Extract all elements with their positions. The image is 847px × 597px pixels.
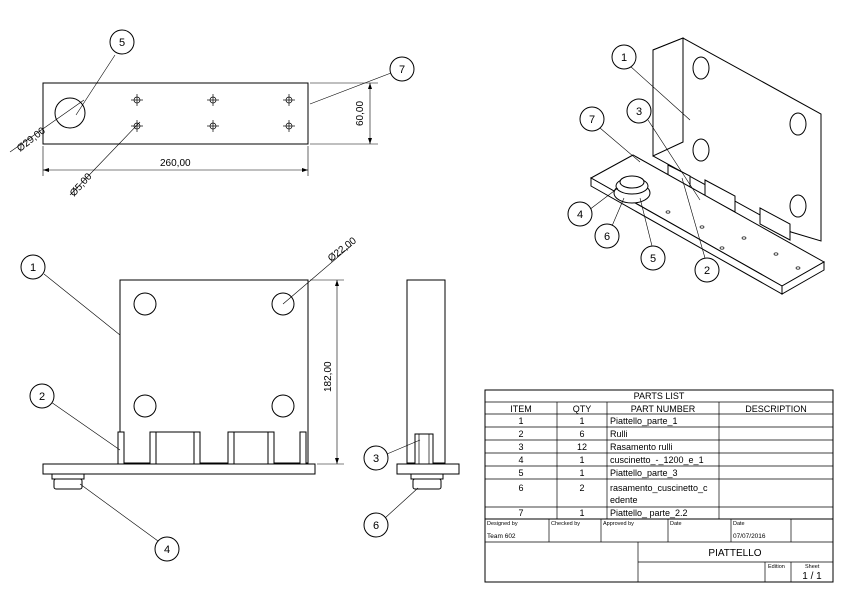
svg-text:rasamento_cuscinetto_c: rasamento_cuscinetto_c (610, 483, 708, 493)
date-label-1: Date (670, 521, 682, 527)
svg-text:1: 1 (621, 52, 627, 64)
table-row: 4 1 cuscinetto_-_1200_e_1 (518, 455, 703, 465)
approved-by-label: Approved by (603, 521, 634, 527)
svg-text:3: 3 (518, 442, 523, 452)
balloon-iso-2: 2 (694, 257, 720, 283)
title-block: Designed by Team 602 Checked by Approved… (484, 518, 834, 583)
front-view-rollers (117, 431, 307, 465)
svg-text:Piattello_ parte_2.2: Piattello_ parte_2.2 (610, 508, 688, 518)
svg-text:Piattello_parte_3: Piattello_parte_3 (610, 468, 678, 478)
svg-text:12: 12 (577, 442, 587, 452)
svg-text:1: 1 (579, 416, 584, 426)
balloon-iso-5: 5 (640, 245, 666, 271)
dim-hole-front: Ø22,00 (326, 235, 359, 264)
top-view-large-hole (54, 97, 86, 129)
designed-by-label: Designed by (487, 521, 518, 527)
parts-list-header-item: ITEM (510, 404, 532, 414)
parts-list-header-part: PART NUMBER (631, 404, 696, 414)
svg-text:edente: edente (610, 495, 638, 505)
svg-text:2: 2 (579, 483, 584, 493)
dim-length: 260,00 (160, 158, 191, 169)
balloon-iso-3: 3 (626, 98, 652, 124)
svg-text:5: 5 (119, 37, 125, 49)
balloon-iso-7: 7 (579, 106, 605, 132)
balloon-iso-1: 1 (611, 44, 637, 70)
side-view: 3 6 (363, 279, 460, 538)
isometric-view: 1 3 7 4 6 5 2 (567, 37, 826, 295)
svg-text:Rulli: Rulli (610, 429, 628, 439)
sheet-value: 1 / 1 (802, 571, 822, 582)
parts-list: PARTS LIST ITEM QTY PART NUMBER DESCRIPT… (484, 389, 834, 520)
dim-height-front: 182,00 (323, 361, 334, 392)
top-view: Ø29,00 Ø5,00 260,00 60,00 5 7 (9, 29, 415, 199)
balloon-side-6: 6 (363, 512, 389, 538)
svg-text:7: 7 (399, 64, 405, 76)
balloon-side-3: 3 (363, 445, 389, 471)
svg-text:4: 4 (518, 455, 523, 465)
dim-hole-small: Ø5,00 (68, 171, 95, 199)
svg-text:5: 5 (518, 468, 523, 478)
designed-by-value: Team 602 (487, 533, 516, 540)
top-view-small-holes (131, 94, 295, 132)
parts-list-title: PARTS LIST (634, 391, 685, 401)
balloon-iso-4: 4 (567, 201, 593, 227)
checked-by-label: Checked by (551, 521, 580, 527)
balloon-top-5: 5 (109, 29, 135, 55)
svg-text:cuscinetto_-_1200_e_1: cuscinetto_-_1200_e_1 (610, 455, 704, 465)
drawing-title: PIATTELLO (708, 548, 761, 559)
table-row: 7 1 Piattello_ parte_2.2 (518, 508, 687, 518)
top-view-plate (42, 82, 309, 145)
sheet-label: Sheet (805, 564, 820, 570)
svg-text:3: 3 (373, 453, 379, 465)
svg-text:1: 1 (579, 468, 584, 478)
svg-text:2: 2 (518, 429, 523, 439)
date-value: 07/07/2016 (733, 533, 766, 540)
edition-label: Edition (768, 564, 785, 570)
svg-text:6: 6 (579, 429, 584, 439)
svg-text:2: 2 (704, 265, 710, 277)
svg-text:1: 1 (579, 455, 584, 465)
svg-text:3: 3 (636, 106, 642, 118)
svg-text:Piattello_parte_1: Piattello_parte_1 (610, 416, 678, 426)
svg-text:6: 6 (373, 520, 379, 532)
parts-list-header-qty: QTY (573, 404, 592, 414)
svg-text:7: 7 (589, 114, 595, 126)
parts-list-header-desc: DESCRIPTION (745, 404, 807, 414)
front-view-base (42, 463, 316, 475)
svg-text:Rasamento rulli: Rasamento rulli (610, 442, 673, 452)
svg-text:1: 1 (30, 262, 36, 274)
table-row: 2 6 Rulli (518, 429, 627, 439)
table-row: 5 1 Piattello_parte_3 (518, 468, 677, 478)
svg-text:4: 4 (164, 544, 170, 556)
svg-text:1: 1 (579, 508, 584, 518)
svg-text:7: 7 (518, 508, 523, 518)
balloon-iso-6: 6 (594, 223, 620, 249)
date-label-2: Date (733, 521, 745, 527)
svg-text:4: 4 (577, 209, 583, 221)
balloon-front-2: 2 (29, 383, 55, 409)
svg-text:5: 5 (650, 253, 656, 265)
front-view: Ø22,00 182,00 1 2 4 (20, 235, 359, 562)
balloon-front-1: 1 (20, 254, 46, 280)
table-row: 6 2 rasamento_cuscinetto_c edente (518, 483, 708, 505)
table-row: 1 1 Piattello_parte_1 (518, 416, 677, 426)
svg-text:2: 2 (39, 391, 45, 403)
svg-text:6: 6 (604, 231, 610, 243)
dim-height-top: 60,00 (355, 101, 366, 126)
svg-text:1: 1 (518, 416, 523, 426)
balloon-front-4: 4 (154, 536, 180, 562)
table-row: 3 12 Rasamento rulli (518, 442, 672, 452)
balloon-top-7: 7 (389, 56, 415, 82)
svg-text:6: 6 (518, 483, 523, 493)
